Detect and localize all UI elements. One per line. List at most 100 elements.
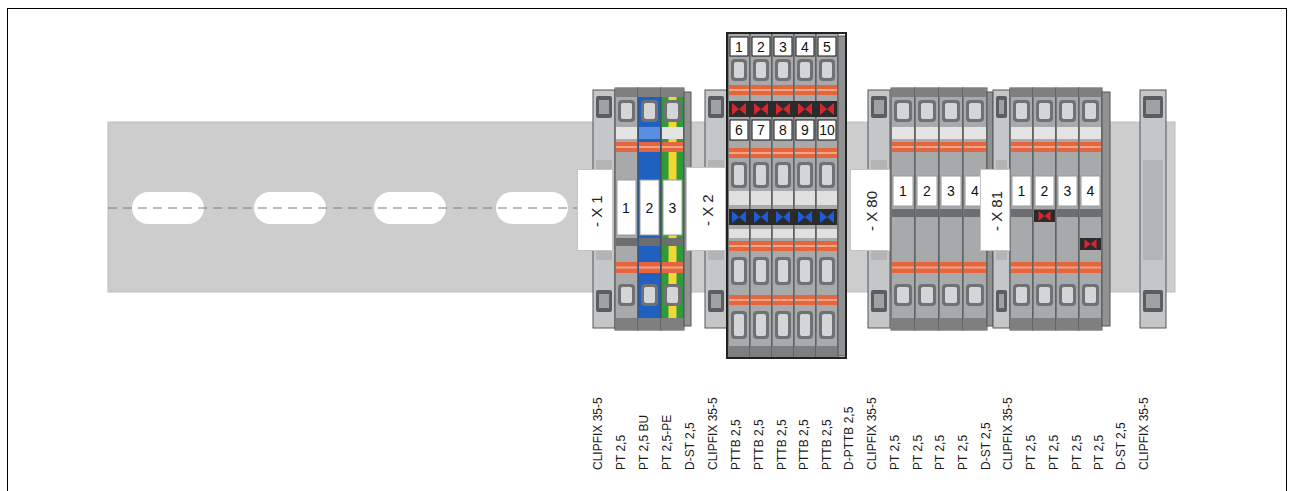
- bridge-mark: [732, 211, 746, 223]
- terminal-number: 6: [735, 123, 743, 137]
- terminal-opening: [618, 100, 635, 122]
- clamp-insert: [874, 294, 884, 308]
- terminal-face: [892, 127, 914, 139]
- terminal-face: [773, 191, 793, 205]
- release-band: [940, 142, 962, 152]
- terminal-face: [729, 229, 749, 238]
- marker-box: [752, 120, 770, 140]
- release-band: [1080, 142, 1101, 152]
- test-terminal-body: [750, 33, 772, 358]
- terminal-opening: [819, 311, 835, 339]
- test-terminal-body: [816, 33, 838, 358]
- release-band: [729, 85, 749, 95]
- release-band: [1057, 142, 1078, 152]
- terminal-cap: [816, 346, 838, 358]
- release-band-hatch: [892, 146, 914, 148]
- release-band-hatch: [1057, 267, 1078, 269]
- terminal-opening: [797, 257, 813, 285]
- marker-box: [730, 37, 748, 56]
- terminal-number: 2: [1041, 184, 1049, 198]
- terminal-face: [662, 127, 683, 139]
- release-band: [751, 241, 771, 251]
- bridge-bar: [729, 101, 837, 117]
- release-band-hatch: [892, 267, 914, 269]
- terminal-face: [940, 127, 962, 139]
- clamp-face: [1143, 160, 1163, 260]
- terminal-cap: [772, 346, 794, 358]
- opening-insert: [1062, 103, 1073, 119]
- terminal-opening: [731, 311, 747, 339]
- terminal-cap: [1010, 88, 1033, 97]
- opening-insert: [1085, 287, 1096, 303]
- terminal-face: [795, 229, 815, 238]
- terminal-cap: [939, 318, 963, 330]
- release-band: [795, 148, 815, 158]
- terminal-cap: [1079, 88, 1102, 97]
- part-designation: CLIPFIX 35-5: [706, 397, 720, 470]
- bridge-mark: [754, 211, 768, 223]
- release-band-hatch: [817, 152, 837, 154]
- release-band-hatch: [662, 146, 683, 148]
- terminal-number: 3: [1064, 184, 1072, 198]
- release-band: [1080, 262, 1101, 273]
- group-designation: - X 80: [863, 191, 880, 231]
- terminal-opening: [966, 100, 984, 122]
- terminal-opening: [819, 59, 835, 81]
- terminal-opening: [918, 284, 936, 306]
- terminal-face: [892, 209, 914, 217]
- terminal-face: [662, 238, 683, 246]
- marker-box: [730, 120, 748, 140]
- terminal-body: [1033, 88, 1056, 330]
- terminal-opening: [641, 284, 658, 306]
- release-band: [817, 241, 837, 251]
- terminal-face: [940, 209, 962, 217]
- terminal-face: [1080, 209, 1101, 217]
- terminal-opening: [664, 100, 681, 122]
- bridge-mark: [776, 103, 790, 115]
- terminal-number: 2: [646, 201, 654, 215]
- release-band-hatch: [795, 299, 815, 301]
- opening-insert: [945, 287, 957, 303]
- terminal-face: [616, 238, 637, 246]
- terminal-number: 8: [779, 123, 787, 137]
- group-marker: - X 81: [980, 169, 1010, 251]
- bridge-mark: [754, 103, 768, 115]
- marker-box: [796, 120, 814, 140]
- terminal-number: 3: [669, 201, 677, 215]
- test-terminal-body: [772, 33, 794, 358]
- release-band: [795, 295, 815, 305]
- release-band: [1057, 262, 1078, 273]
- marker-strip: [1012, 176, 1031, 206]
- terminal-opening: [775, 59, 791, 81]
- terminal-number: 2: [923, 184, 931, 198]
- release-band-hatch: [773, 245, 793, 247]
- marker-strip: [617, 180, 636, 235]
- terminal-opening: [894, 284, 912, 306]
- terminal-face: [916, 127, 938, 139]
- terminal-body: [1010, 88, 1033, 330]
- terminal-opening: [731, 257, 747, 285]
- opening-insert: [778, 62, 788, 78]
- terminal-number: 9: [801, 123, 809, 137]
- terminal-face: [639, 238, 660, 246]
- opening-insert: [945, 103, 957, 119]
- opening-insert: [822, 260, 832, 282]
- release-band: [662, 262, 683, 273]
- release-band-hatch: [964, 267, 986, 269]
- terminal-cap: [891, 88, 915, 97]
- opening-insert: [734, 260, 744, 282]
- clamp-insert: [1146, 294, 1160, 308]
- part-designation: PTTB 2,5: [775, 419, 789, 470]
- terminal-cap: [939, 88, 963, 97]
- part-designation: PT 2,5: [1024, 435, 1038, 470]
- release-band: [729, 148, 749, 158]
- clamp-opening: [1143, 290, 1163, 312]
- terminal-body: [638, 88, 661, 330]
- terminal-body: [1056, 88, 1079, 330]
- terminal-number: 4: [1087, 184, 1095, 198]
- release-band-hatch: [751, 89, 771, 91]
- release-band-hatch: [1080, 267, 1101, 269]
- marker-strip: [941, 176, 961, 206]
- group-marker: - X 2: [686, 167, 726, 251]
- terminal-opening: [1059, 284, 1076, 306]
